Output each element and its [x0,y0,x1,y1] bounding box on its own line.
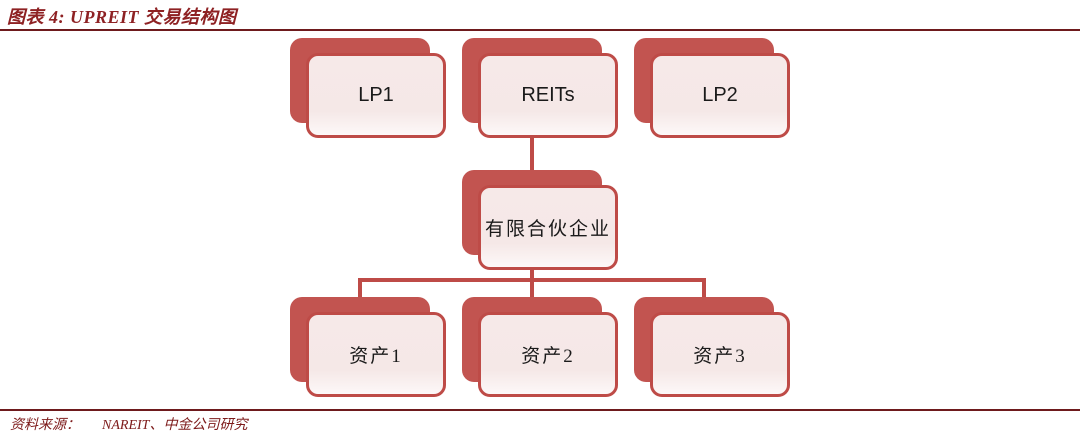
node-asset2-label: 资产2 [521,346,575,367]
node-asset2-box: 资产2 [478,312,618,397]
node-asset1-box: 资产1 [306,312,446,397]
connector-asset3-stub [702,278,706,302]
node-lp2-box: LP2 [650,53,790,138]
node-asset3: 资产3 [634,297,792,399]
connector-partnership-stem [530,264,534,302]
node-lp2-label: LP2 [702,84,738,106]
node-asset2: 资产2 [462,297,620,399]
node-lp1-label: LP1 [358,84,394,106]
node-lp1-box: LP1 [306,53,446,138]
connector-reits-partnership [530,136,534,181]
footer-rule [0,409,1080,411]
node-asset1-label: 资产1 [349,346,403,367]
connector-asset1-stub [358,278,362,302]
node-partnership-box: 有限合伙企业 [478,185,618,270]
node-lp2: LP2 [634,38,792,140]
source-text: NAREIT、中金公司研究 [102,418,248,433]
source-label: 资料来源： [10,418,80,433]
node-reits-box: REITs [478,53,618,138]
node-partnership: 有限合伙企业 [462,170,620,272]
node-asset3-box: 资产3 [650,312,790,397]
connector-horizontal-bar [358,278,706,282]
node-asset1: 资产1 [290,297,448,399]
figure-title: 图表 4: UPREIT 交易结构图 [7,7,237,27]
node-lp1: LP1 [290,38,448,140]
node-asset3-label: 资产3 [693,346,747,367]
node-reits-label: REITs [521,84,575,106]
node-partnership-label: 有限合伙企业 [484,219,611,240]
node-reits: REITs [462,38,620,140]
title-rule [0,29,1080,31]
source-line: 资料来源： NAREIT、中金公司研究 [10,414,247,434]
